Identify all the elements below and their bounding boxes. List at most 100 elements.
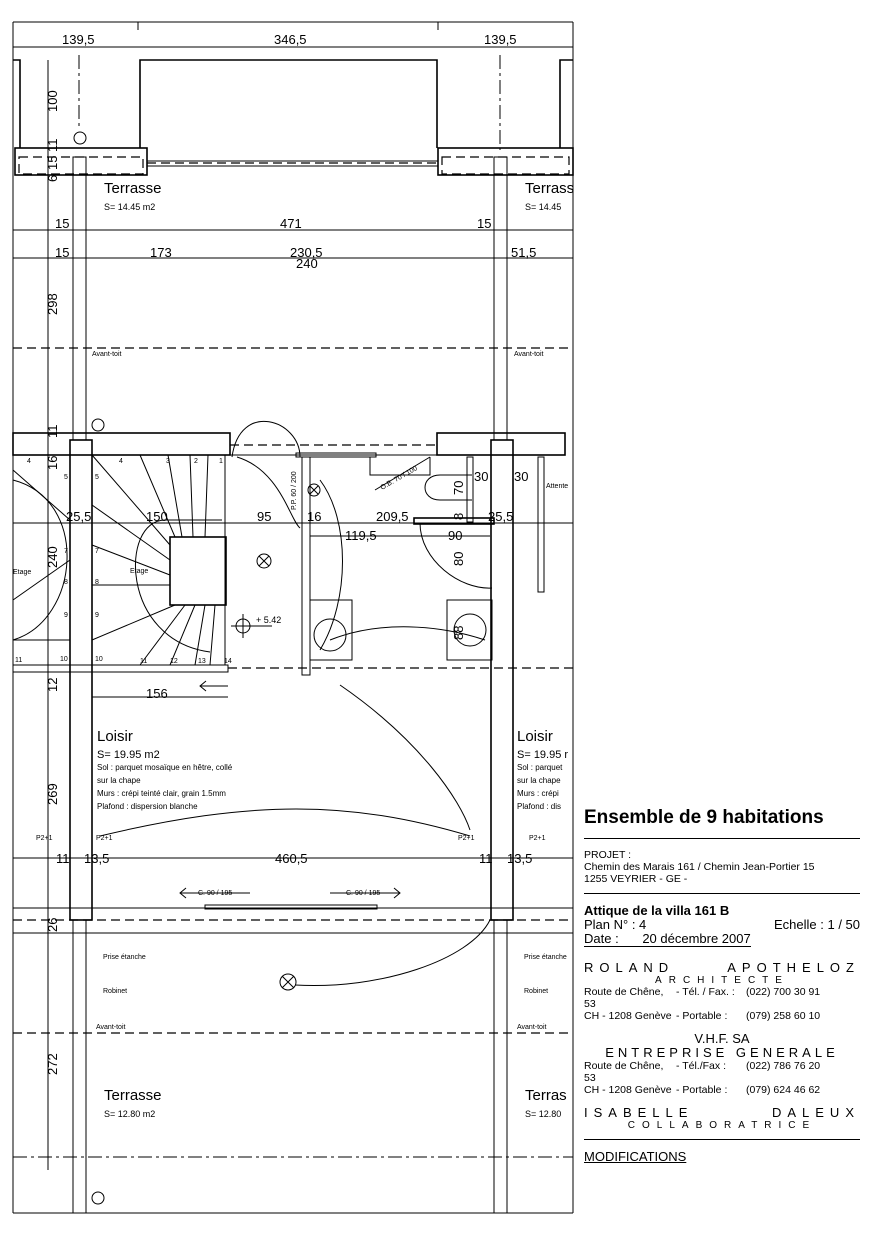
stair-step-number: 11 xyxy=(15,657,22,664)
sheet-title: Attique de la villa 161 B xyxy=(584,903,730,918)
project-address: Chemin des Marais 161 / Chemin Jean-Port… xyxy=(584,861,815,873)
company-phone: (022) 786 76 20 xyxy=(746,1060,821,1072)
title-block: Ensemble de 9 habitations PROJET : Chemi… xyxy=(584,806,860,1164)
architect-phone: (022) 700 30 91 xyxy=(746,986,821,998)
architect-last-name: APOTHELOZ xyxy=(727,960,860,975)
dim-label: 15 xyxy=(55,216,69,231)
arrow-left-icon xyxy=(179,887,250,899)
fixtures xyxy=(99,420,493,991)
stair-step-number: 2 xyxy=(194,458,198,465)
architect-role: ARCHITECTE xyxy=(655,975,789,986)
room-name: Terrasse xyxy=(104,180,162,197)
dim-label: 139,5 xyxy=(484,32,517,47)
annotation: Avant-toit xyxy=(96,1024,125,1031)
dim-label: 88 xyxy=(451,626,466,640)
arrow-icon xyxy=(199,680,228,692)
scale: Echelle : 1 / 50 xyxy=(774,917,860,932)
light-fixture-icon xyxy=(256,553,272,569)
room-spec: sur la chape xyxy=(517,776,561,785)
room-area: S= 14.45 xyxy=(525,202,561,212)
room-area: S= 19.95 r xyxy=(517,749,568,761)
dim-label: 13,5 xyxy=(84,851,109,866)
column-marker-icon xyxy=(91,1191,105,1205)
dim-label: 139,5 xyxy=(62,32,95,47)
architect-city: CH - 1208 Genève xyxy=(584,1010,672,1022)
dim-label: 25,5 xyxy=(66,509,91,524)
stair-step-number: 8 xyxy=(64,579,68,586)
arrow-right-icon xyxy=(330,887,401,899)
staircase xyxy=(12,454,227,666)
stair-step-number: 3 xyxy=(166,458,170,465)
room-spec: Murs : crépi xyxy=(517,789,559,798)
stair-step-number: 8 xyxy=(95,579,99,586)
room-name: Loisir xyxy=(97,728,133,745)
collaborator-last-name: DALEUX xyxy=(771,1105,860,1120)
room-area: S= 14.45 m2 xyxy=(104,202,155,212)
stair-step-number: 1 xyxy=(219,458,223,465)
washbasin xyxy=(309,599,353,661)
annotation: Prise étanche xyxy=(524,954,567,961)
architect-first-name: ROLAND xyxy=(584,960,675,975)
stair-step-number: 10 xyxy=(95,656,103,663)
ceiling-outlet-icon xyxy=(231,614,272,638)
plan-number: Plan N° : 4 xyxy=(584,917,647,932)
dim-label: 240 xyxy=(296,256,318,271)
stair-step-number: 12 xyxy=(170,658,178,665)
room-area: S= 12.80 m2 xyxy=(104,1109,155,1119)
door-label: O.B. 70 / 100 xyxy=(380,465,419,492)
sliding-door xyxy=(204,904,378,910)
dimension-labels: 139,5 346,5 139,5 100 11 6 15 Terrasse S… xyxy=(13,32,574,1119)
annotation: Avant-toit xyxy=(517,1024,546,1031)
dim-label: 173 xyxy=(150,245,172,260)
column-marker-icon xyxy=(91,418,105,432)
architect-street: Route de Chêne, 53 xyxy=(584,986,664,1010)
dim-label: 16 xyxy=(45,456,60,470)
level-marker: + 5.42 xyxy=(256,615,281,625)
dim-label: 12 xyxy=(45,678,60,692)
dim-label: 272 xyxy=(45,1053,60,1075)
room-spec: Plafond : dispersion blanche xyxy=(97,802,198,811)
annotation: Robinet xyxy=(103,988,127,995)
dim-label: 471 xyxy=(280,216,302,231)
dimension-lines xyxy=(13,229,573,1205)
stair-step-number: 7 xyxy=(95,548,99,555)
company-city: CH - 1208 Genève xyxy=(584,1084,672,1096)
stair-step-number: 10 xyxy=(60,656,68,663)
dim-label: 13,5 xyxy=(507,851,532,866)
annotation: Etage xyxy=(130,568,148,575)
dim-label: 16 xyxy=(307,509,321,524)
stair-step-number: 7 xyxy=(64,548,68,555)
stair-step-number: 4 xyxy=(119,458,123,465)
dim-label: 70 xyxy=(451,481,466,495)
party-walls xyxy=(12,156,566,1214)
dim-label: 6 xyxy=(45,175,60,182)
dim-label: 80 xyxy=(451,552,466,566)
tel-label: - Tél. / Fax. : xyxy=(676,986,735,998)
light-fixture-icon xyxy=(307,483,321,497)
dim-label: 150 xyxy=(146,509,168,524)
modifications-heading: MODIFICATIONS xyxy=(584,1149,687,1164)
switch-label: P2+1 xyxy=(36,835,53,842)
column-marker-icon xyxy=(73,131,87,145)
door-label: C. 90 / 195 xyxy=(198,890,232,897)
date: 20 décembre 2007 xyxy=(642,931,751,946)
switch-label: P2+1 xyxy=(96,835,113,842)
room-name: Terras xyxy=(525,1087,567,1104)
dim-label: 25,5 xyxy=(488,509,513,524)
toilet xyxy=(424,474,472,501)
company-mobile: (079) 624 46 62 xyxy=(746,1084,821,1096)
dim-label: 209,5 xyxy=(376,509,409,524)
room-area: S= 19.95 m2 xyxy=(97,749,160,761)
switch-label: P2+1 xyxy=(458,835,475,842)
date-label: Date : xyxy=(584,931,619,946)
room-spec: Murs : crépi teinté clair, grain 1.5mm xyxy=(97,789,226,798)
dim-label: 298 xyxy=(45,293,60,315)
stair-step-number: 5 xyxy=(95,474,99,481)
room-spec: Sol : parquet mosaïque en hêtre, collé xyxy=(97,763,233,772)
dim-label: 30 xyxy=(514,469,528,484)
dim-label: 230,5 xyxy=(290,245,323,260)
dim-label: 11 xyxy=(56,851,70,866)
room-spec: Sol : parquet xyxy=(517,763,563,772)
stair-step-number: 9 xyxy=(64,612,68,619)
